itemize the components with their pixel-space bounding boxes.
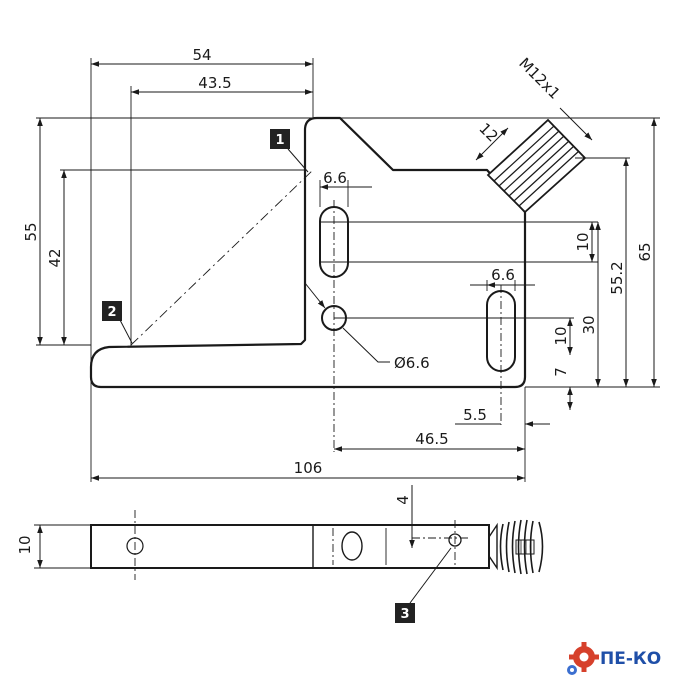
- dim-10-lower: 10: [552, 326, 570, 345]
- callout-2: 2: [102, 301, 133, 344]
- construction-lines: [36, 58, 660, 482]
- dim-5-5: 5.5: [463, 406, 487, 424]
- dim-10-upper: 10: [574, 232, 592, 251]
- svg-text:3: 3: [400, 607, 409, 622]
- dim-6-6-upper: 6.6: [323, 169, 347, 187]
- side-view: [34, 485, 544, 580]
- dim-hole-diameter: Ø6.6: [394, 354, 430, 372]
- dim-55: 55: [22, 222, 40, 241]
- dim-thread: M12x1: [515, 54, 563, 102]
- dim-42: 42: [46, 248, 64, 267]
- gear-icon: [569, 642, 599, 672]
- svg-text:1: 1: [275, 133, 284, 148]
- callout-1: 1: [270, 129, 309, 173]
- dim-43-5: 43.5: [198, 74, 231, 92]
- bracket-outline: [89, 116, 527, 389]
- brand-name: ПЕ-КО: [600, 649, 661, 669]
- dim-6-6-lower: 6.6: [491, 266, 515, 284]
- dim-55-2: 55.2: [608, 261, 626, 294]
- dim-46-5: 46.5: [415, 430, 448, 448]
- svg-text:2: 2: [107, 305, 116, 320]
- dim-54: 54: [192, 46, 211, 64]
- gear-icon-small: [567, 665, 577, 675]
- dim-12: 12: [475, 119, 501, 145]
- callout-3: 3: [395, 547, 452, 623]
- dim-7: 7: [552, 367, 570, 377]
- dim-side-4: 4: [394, 495, 412, 505]
- mounting-slots: [319, 206, 516, 372]
- dim-106: 106: [294, 459, 323, 477]
- dim-65: 65: [636, 242, 654, 261]
- connector-thread: [486, 118, 587, 214]
- dim-30: 30: [580, 315, 598, 334]
- dim-side-10: 10: [16, 535, 34, 554]
- dimension-lines: [37, 61, 657, 481]
- brand-logo: ПЕ-КО: [567, 642, 661, 675]
